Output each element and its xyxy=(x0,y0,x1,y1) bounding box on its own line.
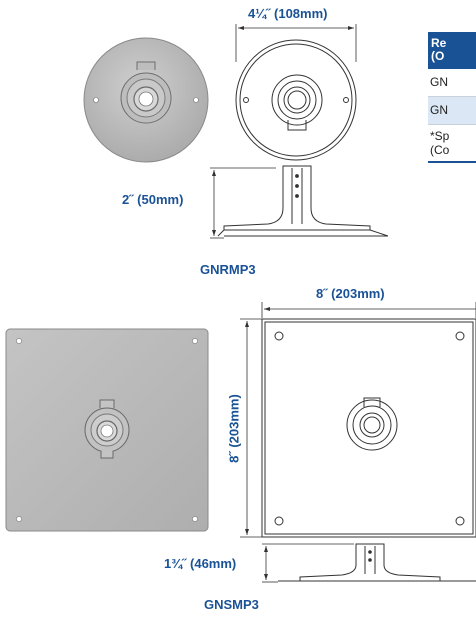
table-header-line-2: (O xyxy=(431,49,445,63)
table-header-line-1: Re xyxy=(431,36,447,50)
bottom-width-dimension-line xyxy=(261,302,476,318)
bottom-thickness-dimension-line xyxy=(262,543,354,583)
round-plate-photo xyxy=(83,37,209,163)
top-width-dimension-line xyxy=(235,24,357,62)
table-footnote: *Sp (Co xyxy=(428,125,476,163)
top-height-label: 2˝ (50mm) xyxy=(122,192,184,207)
round-plate-drawing xyxy=(235,39,357,161)
round-plate-side-view xyxy=(217,165,389,237)
table-footnote-line-1: *Sp xyxy=(430,129,450,143)
partial-reference-table: Re (O GN GN *Sp (Co xyxy=(428,32,476,163)
table-row: GN xyxy=(428,69,476,97)
square-plate-side-view xyxy=(278,543,476,582)
top-caption: GNRMP3 xyxy=(200,262,256,277)
bottom-caption: GNSMP3 xyxy=(204,597,259,612)
table-header: Re (O xyxy=(428,32,476,69)
bottom-height-dimension-line xyxy=(240,318,262,538)
bottom-thickness-label: 1¾˝ (46mm) xyxy=(164,556,237,571)
table-footnote-line-2: (Co xyxy=(430,143,450,157)
bottom-width-label: 8˝ (203mm) xyxy=(316,286,385,301)
table-row: GN xyxy=(428,97,476,125)
top-width-label: 4¼˝ (108mm) xyxy=(248,6,328,21)
square-plate-photo xyxy=(5,328,209,532)
bottom-height-label: 8˝ (203mm) xyxy=(226,394,242,463)
square-plate-drawing xyxy=(261,318,476,538)
top-height-dimension-line xyxy=(210,167,276,239)
